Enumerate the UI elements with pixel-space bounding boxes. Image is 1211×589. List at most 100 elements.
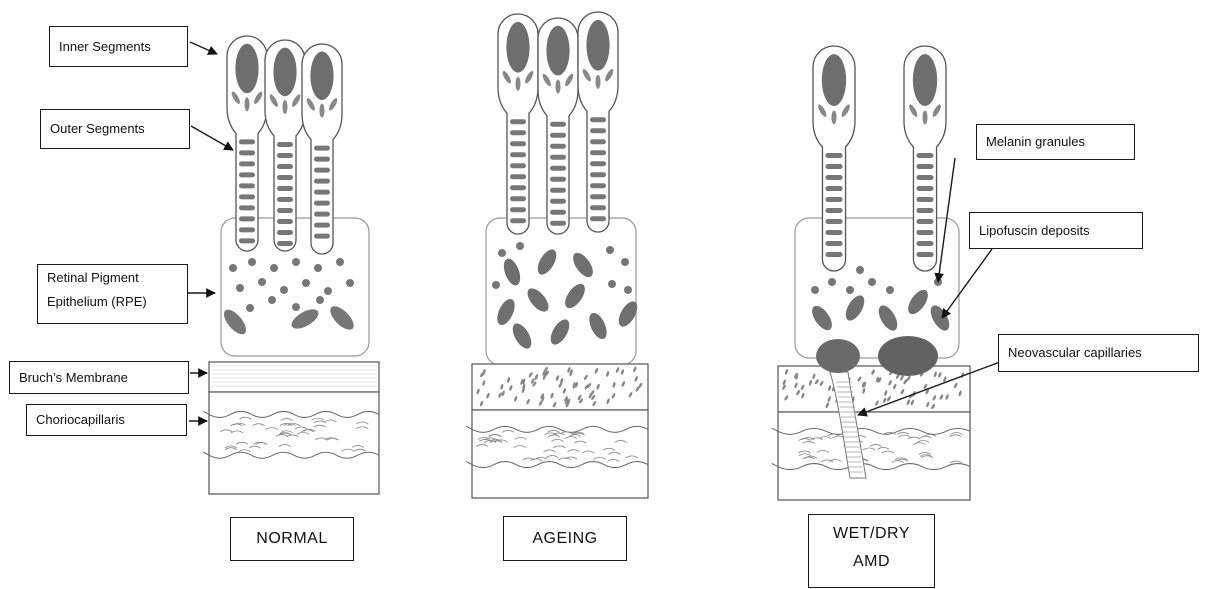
outer-segment-disc — [277, 186, 293, 191]
melanin-granule — [258, 278, 266, 286]
outer-segment-disc — [314, 179, 330, 184]
outer-segment-disc — [916, 230, 933, 235]
melanin-granule — [516, 242, 524, 250]
melanin-granule — [606, 246, 614, 254]
melanin-granule — [270, 264, 278, 272]
mitochondria-mark — [245, 97, 250, 111]
caption-amd: WET/DRY AMD — [808, 514, 935, 588]
mitochondria-mark — [556, 80, 561, 94]
outer-segment-disc — [239, 194, 255, 199]
outer-segment-disc — [550, 144, 566, 149]
melanin-granule — [498, 249, 506, 257]
label-neovascular-capillaries: Neovascular capillaries — [998, 334, 1199, 372]
outer-segment-disc — [590, 128, 606, 133]
melanin-granule — [828, 278, 836, 286]
outer-segment-disc — [239, 227, 255, 232]
outer-segment-disc — [590, 205, 606, 210]
label-lipofuscin-deposits: Lipofuscin deposits — [969, 212, 1143, 249]
outer-segment-disc — [277, 197, 293, 202]
cell-nucleus — [822, 54, 846, 106]
outer-segment-disc — [550, 199, 566, 204]
outer-segment-disc — [239, 161, 255, 166]
outer-segment-disc — [590, 183, 606, 188]
label-bruchs-membrane: Bruch’s Membrane — [9, 361, 189, 394]
label-rpe-line1: Retinal Pigment — [47, 269, 178, 287]
melanin-granule — [336, 258, 344, 266]
outer-segment-disc — [314, 190, 330, 195]
outer-segment-disc — [825, 230, 842, 235]
outer-segment-disc — [239, 150, 255, 155]
melanin-granule — [886, 286, 894, 294]
outer-segment-disc — [314, 234, 330, 239]
outer-segment-disc — [590, 139, 606, 144]
caption-ageing: AGEING — [503, 516, 627, 561]
melanin-granule — [624, 286, 632, 294]
melanin-granule — [846, 286, 854, 294]
label-choriocapillaris: Choriocapillaris — [26, 404, 187, 436]
mitochondria-mark — [320, 104, 325, 118]
outer-segment-disc — [277, 142, 293, 147]
outer-segment-disc — [825, 252, 842, 257]
outer-segment-disc — [510, 218, 526, 223]
melanin-granule — [302, 279, 310, 287]
melanin-granule — [346, 279, 354, 287]
melanin-granule — [236, 284, 244, 292]
outer-segment-disc — [239, 183, 255, 188]
outer-segment-disc — [314, 212, 330, 217]
outer-segment-disc — [510, 130, 526, 135]
outer-segment-disc — [590, 216, 606, 221]
outer-segment-disc — [590, 172, 606, 177]
outer-segment-disc — [510, 141, 526, 146]
outer-segment-disc — [239, 139, 255, 144]
label-outer-segments: Outer Segments — [40, 109, 190, 149]
outer-segment-disc — [277, 230, 293, 235]
cell-nucleus — [586, 20, 609, 71]
amd-panel — [772, 46, 970, 500]
melanin-granule — [314, 264, 322, 272]
outer-segment-disc — [590, 117, 606, 122]
melanin-granule — [621, 258, 629, 266]
outer-segment-disc — [916, 197, 933, 202]
outer-segment-disc — [314, 168, 330, 173]
melanin-granule — [292, 258, 300, 266]
outer-segment-disc — [825, 175, 842, 180]
rpe-cell-layer — [486, 218, 636, 365]
ageing-panel — [467, 12, 649, 498]
outer-segment-disc — [550, 210, 566, 215]
outer-segment-disc — [825, 219, 842, 224]
outer-segment-disc — [239, 216, 255, 221]
outer-segment-disc — [239, 172, 255, 177]
outer-segment-disc — [916, 208, 933, 213]
mitochondria-mark — [283, 100, 288, 114]
melanin-granule — [608, 280, 616, 288]
outer-segment-disc — [825, 208, 842, 213]
outer-segment-disc — [550, 221, 566, 226]
outer-segment-disc — [916, 219, 933, 224]
melanin-granule — [280, 286, 288, 294]
outer-segment-disc — [825, 164, 842, 169]
melanin-granule — [292, 303, 300, 311]
outer-segment-disc — [314, 201, 330, 206]
melanin-granule — [246, 304, 254, 312]
label-rpe-line2: Epithelium (RPE) — [47, 293, 178, 311]
outer-segment-disc — [590, 194, 606, 199]
outer-segment-disc — [550, 188, 566, 193]
cell-nucleus — [235, 44, 258, 94]
normal-panel — [204, 36, 379, 494]
outer-segment-disc — [916, 186, 933, 191]
choriocapillaris-layer — [209, 392, 379, 494]
outer-segment-disc — [510, 185, 526, 190]
cell-nucleus — [506, 22, 529, 73]
outer-segment-disc — [510, 163, 526, 168]
leader-arrow — [191, 126, 233, 150]
outer-segment-disc — [239, 205, 255, 210]
outer-segment-disc — [510, 119, 526, 124]
melanin-granule — [856, 266, 864, 274]
label-rpe: Retinal Pigment Epithelium (RPE) — [37, 264, 188, 324]
outer-segment-disc — [916, 164, 933, 169]
outer-segment-disc — [916, 175, 933, 180]
outer-segment-disc — [314, 157, 330, 162]
outer-segment-disc — [277, 175, 293, 180]
choriocapillaris-layer — [472, 410, 648, 498]
outer-segment-disc — [916, 252, 933, 257]
